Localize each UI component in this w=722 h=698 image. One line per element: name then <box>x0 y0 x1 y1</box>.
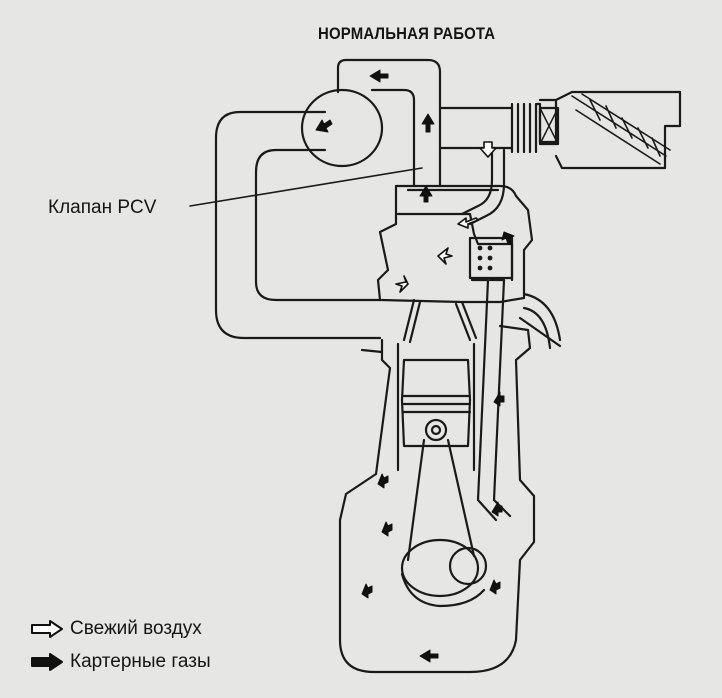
crankcase-gas-arrow <box>419 185 433 203</box>
camshaft-box <box>468 236 514 280</box>
crankcase-gas-arrow <box>489 579 501 595</box>
diagram-title: НОРМАЛЬНАЯ РАБОТА <box>318 24 496 43</box>
cylinder-head <box>376 184 534 304</box>
valve-cover <box>396 188 514 282</box>
crankcase-gas-arrow <box>315 119 333 133</box>
air-filter-element <box>538 106 560 146</box>
crankcase-gas-arrow <box>501 231 515 245</box>
crankcase-gas-arrow <box>381 521 393 537</box>
crankshaft-web <box>400 538 480 598</box>
pcv-valve-label: Клапан PCV <box>48 197 157 218</box>
bypass-hose <box>214 110 382 340</box>
air-filter-mesh <box>571 93 671 165</box>
crankcase-gas-arrow <box>361 583 373 599</box>
camshaft-dots <box>477 245 493 271</box>
throttle-chamber <box>300 88 384 168</box>
legend-crankcase-gases-label: Картерные газы <box>70 650 211 672</box>
exhaust-valve <box>454 300 478 342</box>
piston-pin <box>424 418 448 442</box>
exhaust-pipe <box>522 292 562 350</box>
outlined-arrow-icon <box>31 619 63 638</box>
fresh-air-arrow <box>479 141 497 158</box>
crankshaft-counterweight <box>400 572 486 608</box>
fresh-air-arrow <box>437 247 453 265</box>
legend-crankcase-gases: Картерные газы <box>30 645 211 678</box>
legend-fresh-air: Свежий воздух <box>30 612 211 645</box>
legend-fresh-air-label: Свежий воздух <box>70 617 202 639</box>
fresh-air-inlet-hose <box>460 148 506 226</box>
connecting-rod <box>406 438 476 562</box>
crankcase-gas-arrows <box>315 69 515 663</box>
crankshaft-journal <box>448 546 488 586</box>
legend: Свежий воздух Картерные газы <box>30 612 211 678</box>
fresh-air-arrow <box>457 217 479 229</box>
solid-arrow-icon <box>31 652 63 671</box>
crankcase-gas-arrow <box>419 649 439 663</box>
fresh-air-arrow <box>395 275 409 293</box>
cylinder-bore <box>396 342 476 472</box>
crankcase-gas-arrow <box>491 501 503 517</box>
crankcase-gas-arrow <box>369 69 389 83</box>
engine-block <box>338 316 562 674</box>
pcv-tube <box>336 58 442 188</box>
piston <box>400 358 472 448</box>
fresh-air-arrows <box>395 141 497 293</box>
crankcase-gas-arrow <box>377 473 389 489</box>
intake-duct <box>438 90 682 170</box>
pcv-leader-line <box>189 167 423 207</box>
crankcase-gas-arrow <box>493 391 505 407</box>
crankcase-gas-arrow <box>421 113 435 133</box>
intake-valve <box>402 298 422 344</box>
